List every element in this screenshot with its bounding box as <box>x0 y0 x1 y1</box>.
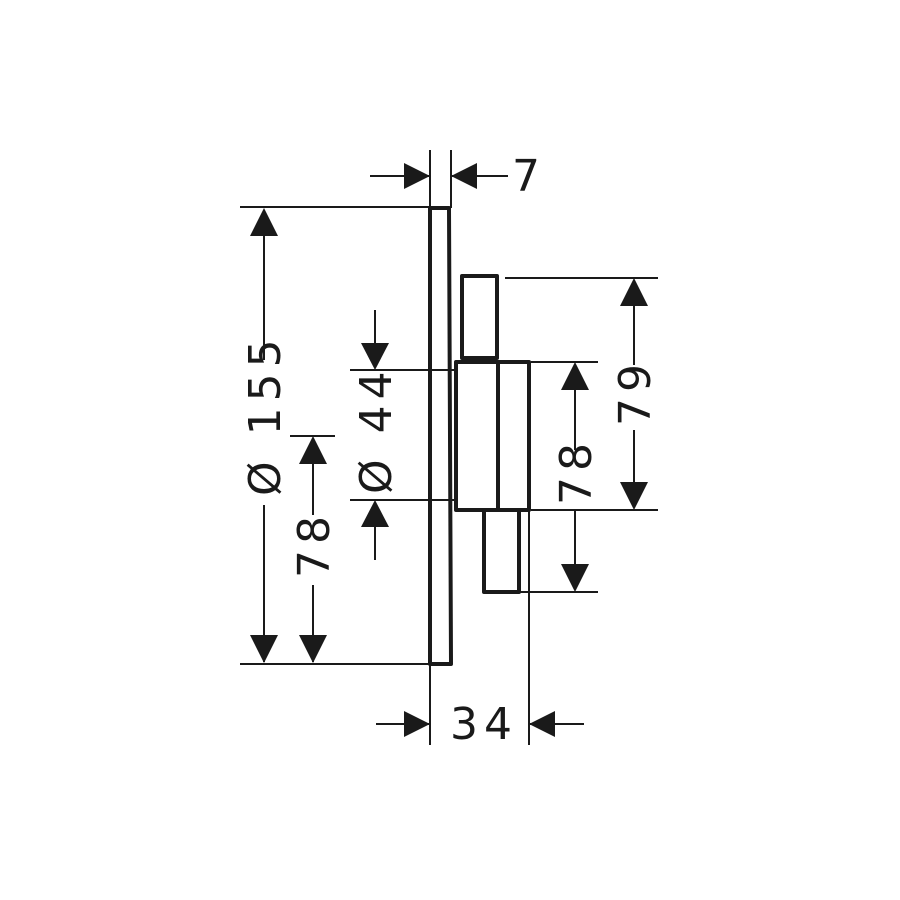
dim-projection-depth-label: 34 <box>450 699 518 750</box>
dim-right-inner-height-label: 78 <box>551 437 602 505</box>
dim-plate-thickness: 7 <box>370 151 546 202</box>
center-cartridge-inner <box>454 360 500 512</box>
arrow-left-icon <box>529 711 555 737</box>
dim-plate-thickness-label: 7 <box>512 151 546 202</box>
arrow-up-icon <box>361 500 389 527</box>
dim-knob-diameter: Ø 44 <box>351 310 402 560</box>
arrow-down-icon <box>299 635 327 663</box>
arrow-up-icon <box>299 436 327 464</box>
dim-plate-diameter: Ø 155 <box>240 208 291 663</box>
center-cartridge-outer <box>496 360 531 512</box>
arrow-down-icon <box>561 564 589 592</box>
dim-knob-diameter-label: Ø 44 <box>351 365 402 494</box>
dim-projection-depth: 34 <box>376 699 584 750</box>
dim-right-outer-height: 79 <box>610 278 661 510</box>
top-knob <box>460 274 499 360</box>
arrow-down-icon <box>361 343 389 370</box>
dim-right-inner-height: 78 <box>551 362 602 592</box>
arrow-up-icon <box>620 278 648 306</box>
bottom-knob <box>482 508 521 594</box>
arrow-up-icon <box>250 208 278 236</box>
dim-plate-diameter-label: Ø 155 <box>240 333 291 496</box>
dim-left-height-label: 78 <box>289 510 340 578</box>
dim-left-height: 78 <box>289 436 340 663</box>
dim-right-outer-height-label: 79 <box>610 358 661 426</box>
arrow-down-icon <box>620 482 648 510</box>
arrow-up-icon <box>561 362 589 390</box>
arrow-right-icon <box>404 163 430 189</box>
arrow-left-icon <box>451 163 477 189</box>
arrow-right-icon <box>404 711 430 737</box>
arrow-down-icon <box>250 635 278 663</box>
extension-lines <box>240 150 658 745</box>
cover-plate <box>428 206 453 666</box>
